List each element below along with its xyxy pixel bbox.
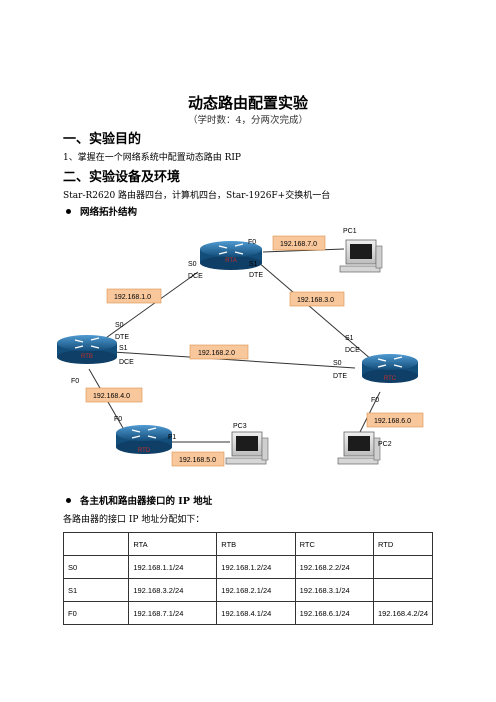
page-title: 动态路由配置实验: [187, 94, 308, 112]
port-rta-s0-role: DCE: [188, 273, 203, 280]
router-label-rtc: RTC: [384, 376, 397, 382]
section-heading-equipment: 二、实验设备及环境: [63, 170, 181, 185]
pc3-computer-icon: [225, 431, 269, 465]
table-cell: [372, 555, 434, 579]
pc2-label: PC2: [378, 441, 392, 448]
table-row: S1 192.168.3.2/24 192.168.2.1/24 192.168…: [62, 578, 434, 602]
router-rtb: RTB: [57, 335, 117, 364]
port-labels: F0 S0 DCE S1 DTE S0 DTE S1 DCE F0 S1 DCE…: [71, 239, 379, 441]
pc1-computer-icon: [339, 239, 383, 273]
net-label-2: 192.168.2.0: [198, 350, 235, 357]
pc3-label: PC3: [233, 423, 247, 430]
router-label-rtd: RTD: [138, 448, 151, 454]
bullet-dot-icon: [66, 498, 71, 503]
bullet-topology: 网络拓扑结构: [66, 204, 137, 218]
table-header-cell: RTA: [128, 532, 218, 556]
link-rtb-rtc: [112, 351, 356, 369]
table-cell: S0: [62, 555, 130, 579]
ip-address-table: RTA RTB RTC RTD S0 192.168.1.1/24 192.16…: [62, 532, 434, 625]
table-header-cell: RTB: [216, 532, 296, 556]
router-label-rtb: RTB: [81, 354, 93, 360]
port-rta-s1-role: DTE: [249, 272, 263, 279]
port-rtb-s1: S1: [119, 345, 128, 352]
page-subtitle: （学时数：4，分两次完成）: [187, 115, 309, 126]
bullet-ip-addresses: 各主机和路由器接口的 IP 地址: [66, 493, 212, 507]
table-row: F0 192.168.7.1/24 192.168.4.1/24 192.168…: [62, 601, 434, 625]
net-label-3: 192.168.3.0: [297, 297, 334, 304]
table-cell: 192.168.7.1/24: [128, 601, 218, 625]
router-rtd: RTD: [116, 425, 172, 454]
bullet-dot-icon: [66, 209, 71, 214]
port-rta-s0: S0: [188, 261, 197, 268]
link-rtc-pc2: [359, 391, 381, 433]
net-label-5: 192.168.5.0: [179, 457, 216, 464]
table-header-cell: RTC: [294, 532, 374, 556]
table-cell: 192.168.6.1/24: [294, 601, 374, 625]
port-rta-f0: F0: [248, 239, 256, 246]
net-labels: 192.168.7.0 192.168.1.0 192.168.3.0 192.…: [85, 235, 424, 467]
table-cell: 192.168.2.1/24: [216, 578, 296, 602]
section-heading-purpose: 一、实验目的: [63, 132, 142, 147]
port-rtb-s0: S0: [115, 322, 124, 329]
link-rta-rtb: [102, 271, 199, 341]
table-cell: 192.168.3.1/24: [294, 578, 374, 602]
port-rtc-s1: S1: [345, 335, 354, 342]
port-rtc-f0: F0: [371, 397, 379, 404]
port-rta-s1: S1: [249, 261, 258, 268]
table-header-cell: RTD: [372, 532, 434, 556]
port-rtd-f1: F1: [168, 434, 176, 441]
port-rtc-s1-role: DCE: [345, 347, 360, 354]
table-cell: 192.168.1.1/24: [128, 555, 218, 579]
table-cell: 192.168.4.2/24: [372, 601, 434, 625]
net-label-6: 192.168.6.0: [374, 418, 411, 425]
port-rtb-s0-role: DTE: [115, 334, 129, 341]
table-cell: [372, 578, 434, 602]
pc1-label: PC1: [343, 228, 357, 235]
table-row: S0 192.168.1.1/24 192.168.1.2/24 192.168…: [62, 555, 434, 579]
table-header-row: RTA RTB RTC RTD: [62, 532, 434, 556]
router-label-rta: RTA: [225, 258, 236, 264]
table-cell: 192.168.2.2/24: [294, 555, 374, 579]
table-cell: F0: [62, 601, 130, 625]
port-rtc-s0: S0: [333, 360, 342, 367]
net-label-7: 192.168.7.0: [280, 241, 317, 248]
table-intro: 各路由器的接口 IP 地址分配如下：: [63, 515, 205, 525]
port-rtb-s1-role: DCE: [119, 359, 134, 366]
net-label-1: 192.168.1.0: [114, 294, 151, 301]
purpose-item: 1、掌握在一个网络系统中配置动态路由 RIP: [63, 153, 241, 163]
port-rtc-s0-role: DTE: [333, 373, 347, 380]
table-cell: S1: [62, 578, 130, 602]
pc2-computer-icon: [337, 431, 381, 465]
port-rtd-f0: F0: [114, 416, 122, 423]
equipment-text: Star-R2620 路由器四台，计算机四台，Star-1926F+交换机一台: [63, 191, 331, 201]
link-rta-pc1: [262, 248, 345, 253]
link-rta-rtc: [257, 261, 373, 361]
net-label-4: 192.168.4.0: [93, 393, 130, 400]
table-header-cell: [62, 532, 130, 556]
port-rtb-f0: F0: [71, 378, 79, 385]
table-cell: 192.168.3.2/24: [128, 578, 218, 602]
router-rta: RTA: [200, 241, 262, 270]
table-cell: 192.168.1.2/24: [216, 555, 296, 579]
table-cell: 192.168.4.1/24: [216, 601, 296, 625]
router-rtc: RTC: [362, 354, 418, 383]
